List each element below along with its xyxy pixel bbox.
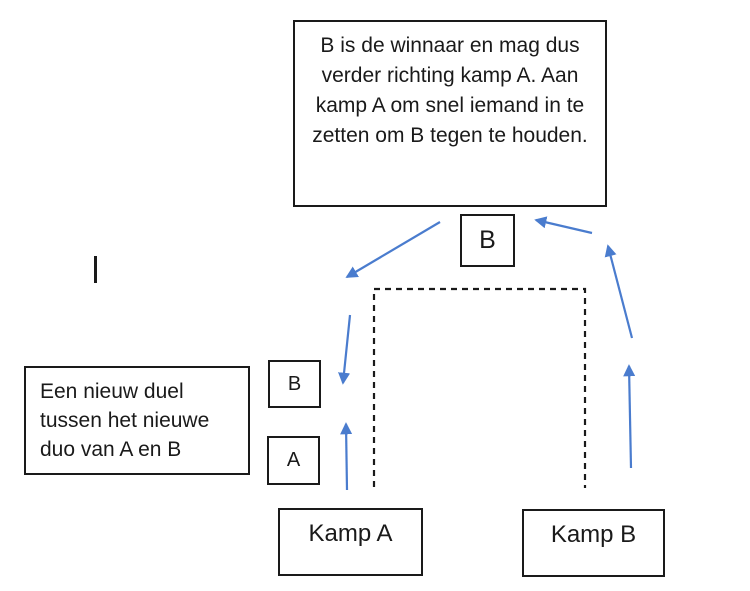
- kamp-a-box: Kamp A: [278, 508, 423, 576]
- kamp-b-label: Kamp B: [550, 521, 637, 548]
- duo-b-box: B: [268, 360, 321, 408]
- new-duel-note-box: Een nieuw duel tussen het nieuwe duo van…: [24, 366, 250, 475]
- kamp-b-box: Kamp B: [522, 509, 665, 577]
- duo-a-label: A: [286, 449, 301, 471]
- duo-a-box: A: [267, 436, 320, 485]
- arrow-kamp-a-to-duo-icon: [340, 422, 353, 491]
- kamp-a-label: Kamp A: [308, 520, 393, 547]
- winner-note-box: B is de winnaar en mag dus verder richti…: [293, 20, 607, 207]
- arrow-winner-note-to-field-icon: [345, 221, 441, 278]
- arrow-to-winner-note-icon: [534, 216, 593, 235]
- dashed-field-outline: [372, 287, 587, 488]
- arrow-kamp-b-up-icon: [623, 364, 636, 469]
- arrow-into-duo-icon: [338, 314, 352, 385]
- new-duel-note-text: Een nieuw duel tussen het nieuwe duo van…: [40, 380, 210, 461]
- arrow-kamp-b-diagonal-icon: [604, 244, 634, 339]
- winner-note-text: B is de winnaar en mag dus verder richti…: [312, 34, 588, 147]
- duo-b-label: B: [287, 372, 302, 395]
- winner-b-label: B: [479, 226, 496, 254]
- winner-b-box: B: [460, 214, 515, 267]
